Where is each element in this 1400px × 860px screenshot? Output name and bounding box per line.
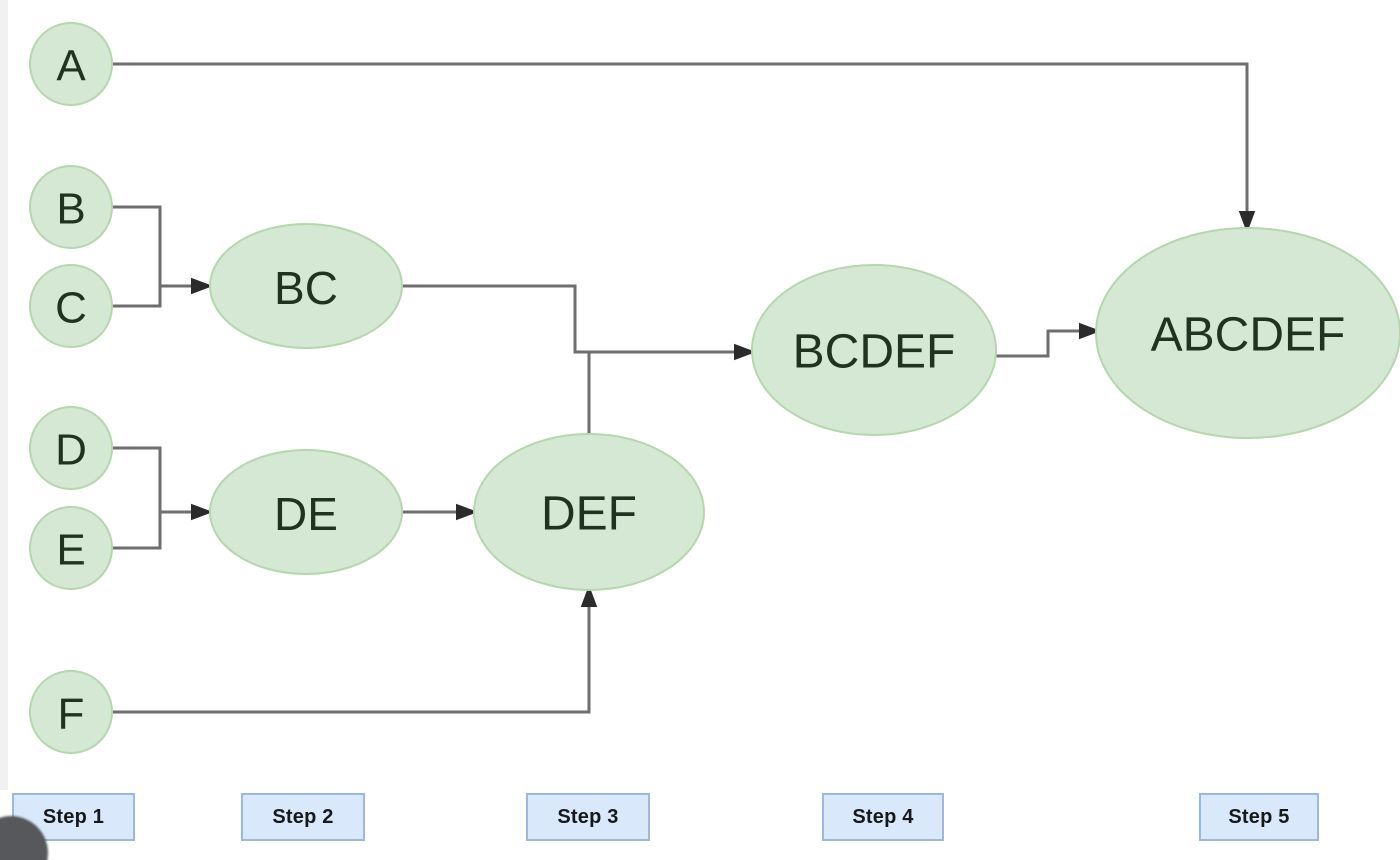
node-abcdef[interactable]: ABCDEF xyxy=(1095,227,1400,439)
step-label: Step 2 xyxy=(272,805,334,828)
node-e[interactable]: E xyxy=(29,506,113,590)
arrowhead-icon xyxy=(456,503,478,521)
node-shape-ellipse[interactable] xyxy=(751,264,997,436)
node-label: C xyxy=(55,284,87,333)
node-label: D xyxy=(55,426,87,475)
node-label: F xyxy=(58,690,85,739)
edge-line xyxy=(112,596,591,714)
edge-line xyxy=(996,329,1090,358)
step-label: Step 3 xyxy=(557,805,619,828)
edge-line xyxy=(112,205,162,286)
edge-line xyxy=(112,446,162,512)
edge-b-join xyxy=(112,205,162,286)
left-gutter-strip xyxy=(0,0,8,790)
node-bc[interactable]: BC xyxy=(209,223,403,349)
node-def[interactable]: DEF xyxy=(473,433,705,591)
arrowhead-icon xyxy=(1238,211,1256,233)
node-de[interactable]: DE xyxy=(209,449,403,575)
node-shape-ellipse[interactable] xyxy=(209,223,403,349)
edge-de-def xyxy=(402,503,478,521)
edge-line xyxy=(112,62,1249,222)
node-label: ABCDEF xyxy=(1151,309,1346,362)
node-shape-ellipse[interactable] xyxy=(1095,227,1400,439)
node-bcdef[interactable]: BCDEF xyxy=(751,264,997,436)
step-box-4[interactable]: Step 4 xyxy=(822,793,944,841)
edge-bcdef-abcdef xyxy=(996,322,1101,358)
step-label: Step 1 xyxy=(42,805,105,828)
node-f[interactable]: F xyxy=(29,670,113,754)
node-label: E xyxy=(56,526,85,575)
edge-bc-bcdef xyxy=(402,284,756,361)
step-label: Step 4 xyxy=(852,805,914,828)
node-c[interactable]: C xyxy=(29,264,113,348)
node-shape-circle[interactable] xyxy=(29,506,113,590)
edge-a-abcdef xyxy=(112,62,1256,233)
node-label: A xyxy=(56,42,86,91)
step-label: Step 5 xyxy=(1228,805,1290,828)
edge-d-join xyxy=(112,446,162,512)
step-box-3[interactable]: Step 3 xyxy=(526,793,650,841)
node-shape-ellipse[interactable] xyxy=(473,433,705,591)
edge-line xyxy=(402,284,745,354)
step-box-5[interactable]: Step 5 xyxy=(1199,793,1319,841)
edge-c-join xyxy=(112,286,162,308)
node-shape-ellipse[interactable] xyxy=(209,449,403,575)
edge-f-def xyxy=(112,585,598,714)
node-label: BCDEF xyxy=(793,326,956,379)
arrowhead-icon xyxy=(191,277,213,295)
node-shape-circle[interactable] xyxy=(29,22,113,106)
edge-e-join xyxy=(112,512,162,550)
arrowhead-icon xyxy=(191,503,213,521)
edges-layer xyxy=(112,62,1256,714)
node-shape-circle[interactable] xyxy=(29,406,113,490)
edge-de-in xyxy=(160,503,213,521)
node-shape-circle[interactable] xyxy=(29,165,113,249)
node-shape-circle[interactable] xyxy=(29,264,113,348)
node-d[interactable]: D xyxy=(29,406,113,490)
edge-line xyxy=(112,286,162,308)
node-b[interactable]: B xyxy=(29,165,113,249)
edge-bc-in xyxy=(160,277,213,295)
node-label: B xyxy=(56,185,85,234)
step-box-2[interactable]: Step 2 xyxy=(241,793,365,841)
node-shape-circle[interactable] xyxy=(29,670,113,754)
arrowhead-icon xyxy=(734,343,756,361)
node-label: DEF xyxy=(541,488,637,541)
node-a[interactable]: A xyxy=(29,22,113,106)
arrowhead-icon xyxy=(1079,322,1101,340)
node-label: BC xyxy=(274,262,338,314)
arrowhead-icon xyxy=(580,585,598,607)
edge-line xyxy=(112,512,162,550)
node-label: DE xyxy=(274,488,338,540)
step-legend-row: Step 1 Step 2 Step 3 Step 4 Step 5 xyxy=(0,793,1400,860)
